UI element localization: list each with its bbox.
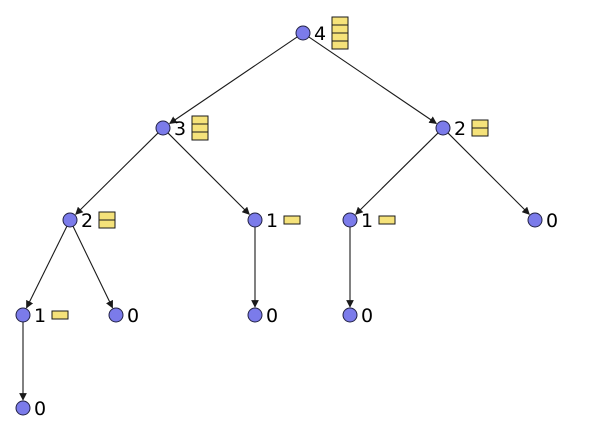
stack-frame-cell — [331, 32, 349, 42]
node-circle — [15, 400, 31, 416]
tree-edge-n3-to-n1m — [167, 132, 250, 215]
node-label: 1 — [34, 305, 46, 327]
stack-frame-cell — [331, 16, 349, 26]
node-label: 1 — [266, 210, 278, 232]
node-circle — [527, 212, 543, 228]
node-circle — [342, 307, 358, 323]
stack-frame-cell — [331, 24, 349, 34]
node-label: 3 — [174, 118, 186, 140]
tree-node-n2l: 2 — [62, 210, 116, 232]
tree-edge-n3-to-n2l — [75, 132, 159, 215]
stack-frame-cell — [471, 119, 489, 129]
edges — [19, 36, 530, 401]
tree-edge-n2r-to-n1r — [355, 132, 439, 215]
node-circle — [155, 120, 171, 136]
stack-frame-cell — [378, 215, 396, 225]
stack-frames — [471, 119, 489, 137]
node-circle — [435, 120, 451, 136]
tree-node-n1r: 1 — [342, 210, 396, 232]
tree-edge-n2r-to-n0r — [447, 132, 530, 215]
tree-node-n1m: 1 — [247, 210, 301, 232]
node-label: 2 — [454, 118, 466, 140]
tree-edge-n4-to-n2r — [308, 36, 438, 124]
stack-frame-cell — [471, 127, 489, 137]
tree-node-n4: 4 — [295, 16, 349, 50]
node-label: 1 — [361, 210, 373, 232]
tree-node-n0d: 0 — [15, 398, 46, 420]
stack-frame-cell — [98, 211, 116, 221]
tree-node-n3: 3 — [155, 115, 209, 141]
node-label: 0 — [127, 305, 139, 327]
stack-frames — [378, 215, 396, 225]
tree-node-n2r: 2 — [435, 118, 489, 140]
stack-frames — [51, 310, 69, 320]
node-label: 0 — [266, 305, 278, 327]
tree-node-n0c: 0 — [342, 305, 373, 327]
tree-edge-n2l-to-n0a — [72, 226, 114, 309]
node-label: 2 — [81, 210, 93, 232]
node-circle — [342, 212, 358, 228]
stack-frame-cell — [191, 131, 209, 141]
node-circle — [15, 307, 31, 323]
tree-node-n0b: 0 — [247, 305, 278, 327]
node-label: 0 — [34, 398, 46, 420]
nodes: 4 3 2 2 1 1 0 1 0 0 0 0 — [15, 16, 558, 420]
stack-frames — [283, 215, 301, 225]
tree-node-n0r: 0 — [527, 210, 558, 232]
tree-edge-n4-to-n3 — [168, 36, 298, 124]
stack-frame-cell — [51, 310, 69, 320]
node-circle — [108, 307, 124, 323]
stack-frame-cell — [98, 219, 116, 229]
node-circle — [295, 25, 311, 41]
stack-frame-cell — [191, 115, 209, 125]
stack-frame-cell — [331, 40, 349, 50]
node-label: 0 — [546, 210, 558, 232]
node-label: 4 — [314, 23, 326, 45]
stack-frame-cell — [283, 215, 301, 225]
node-circle — [247, 212, 263, 228]
node-label: 0 — [361, 305, 373, 327]
node-circle — [62, 212, 78, 228]
tree-node-n0a: 0 — [108, 305, 139, 327]
stack-frames — [191, 115, 209, 141]
stack-frame-cell — [191, 123, 209, 133]
tree-edge-n2l-to-n1l — [26, 226, 68, 309]
tree-node-n1l: 1 — [15, 305, 69, 327]
node-circle — [247, 307, 263, 323]
stack-frames — [331, 16, 349, 50]
stack-frames — [98, 211, 116, 229]
